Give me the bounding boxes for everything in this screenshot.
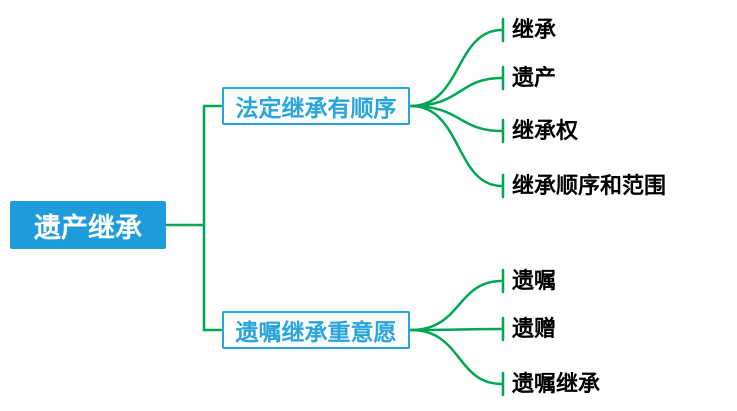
leaf-node-label: 遗嘱继承 (512, 371, 601, 396)
connector-branch1-leaf3 (409, 104, 504, 133)
leaf-node-inheritance[interactable]: 继承 (512, 16, 556, 44)
branch-node-label: 法定继承有顺序 (235, 95, 397, 121)
leaf-node-will[interactable]: 遗嘱 (512, 267, 556, 295)
branch-node-label: 遗嘱继承重意愿 (235, 319, 397, 345)
leaf-node-label: 继承顺序和范围 (512, 173, 667, 198)
connector-branch1-leaf1 (409, 28, 504, 108)
root-node-estate-inheritance[interactable]: 遗产继承 (10, 201, 166, 249)
connector-branch1-leaf2 (409, 76, 504, 108)
branch-node-legal-succession[interactable]: 法定继承有顺序 (222, 87, 410, 125)
leaf-node-label: 遗产 (512, 65, 557, 90)
leaf-node-bequest[interactable]: 遗赠 (512, 315, 556, 343)
leaf-node-label: 遗嘱 (512, 268, 557, 293)
branch-node-will-succession[interactable]: 遗嘱继承重意愿 (222, 311, 410, 349)
connector-branch2-leaf2 (409, 327, 504, 332)
leaf-node-testamentary-succession[interactable]: 遗嘱继承 (512, 370, 600, 398)
leaf-node-order-and-scope[interactable]: 继承顺序和范围 (512, 172, 666, 200)
leaf-node-label: 继承权 (512, 118, 579, 143)
connector-branch1-leaf4 (409, 104, 504, 188)
connector-branch2-leaf1 (409, 279, 504, 332)
leaf-node-label: 继承 (512, 17, 557, 42)
leaf-node-estate[interactable]: 遗产 (512, 64, 556, 92)
connector-branch2-leaf3 (409, 328, 504, 386)
leaf-node-inheritance-right[interactable]: 继承权 (512, 117, 578, 145)
root-node-label: 遗产继承 (34, 212, 142, 243)
leaf-node-label: 遗赠 (512, 316, 557, 341)
